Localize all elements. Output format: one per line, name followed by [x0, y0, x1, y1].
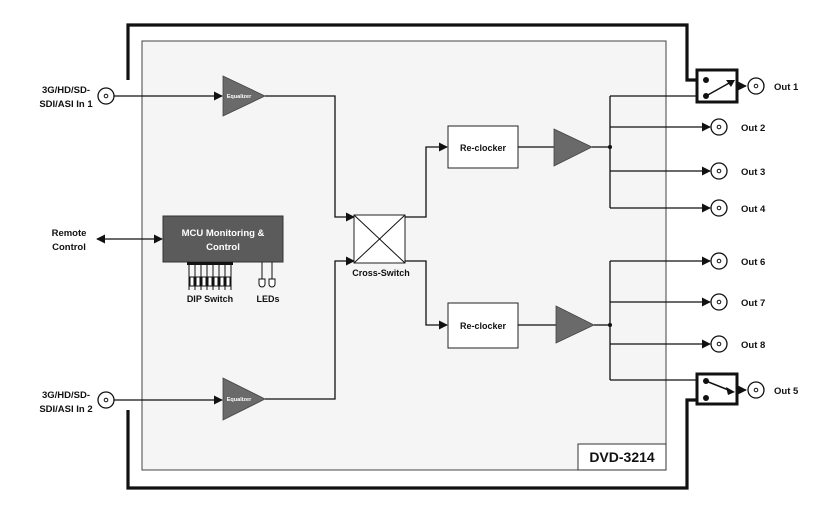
dip-switch-icon	[187, 262, 233, 290]
mcu-block	[162, 215, 284, 263]
amplifier-2	[555, 305, 595, 344]
amplifier-1	[553, 128, 593, 167]
eq-1-to-cross-switch-wire	[265, 95, 355, 222]
cross-switch	[353, 214, 406, 264]
outer-frame-bottom	[126, 398, 697, 490]
output-8-bnc-connector-icon	[710, 335, 728, 353]
input-2-label-line2: SDI/ASI In 2	[39, 404, 92, 415]
equalizer-1-label: Equalizer	[227, 94, 252, 100]
reclocker-2	[447, 302, 519, 349]
eq-2-to-cross-switch-wire	[265, 256, 355, 400]
output-2-label: Out 2	[741, 123, 765, 134]
dip-switch-label: DIP Switch	[187, 294, 233, 304]
input-1-label-line1: 3G/HD/SD-	[42, 85, 90, 96]
output-fan-2	[594, 256, 711, 381]
input-2-bnc-connector-icon	[97, 391, 115, 409]
output-6-label: Out 6	[741, 257, 765, 268]
equalizer-1: Equalizer	[222, 75, 266, 117]
remote-label-line1: Remote	[52, 228, 87, 239]
output-1-bnc-connector-icon	[747, 77, 765, 95]
output-7-label: Out 7	[741, 298, 765, 309]
cross-to-reclocker-1-wire	[405, 142, 448, 218]
equalizer-2: Equalizer	[222, 377, 266, 421]
input-2-label-line1: 3G/HD/SD-	[42, 390, 90, 401]
output-fan-1	[592, 95, 711, 213]
reclocker-1-label: Re-clocker	[460, 143, 507, 153]
output-4-bnc-connector-icon	[710, 199, 728, 217]
output-3-label: Out 3	[741, 167, 765, 178]
model-label: DVD-3214	[589, 449, 655, 465]
output-5-bnc-connector-icon	[747, 381, 765, 399]
mcu-label-line1: MCU Monitoring &	[182, 228, 265, 239]
mcu-label-line2: Control	[206, 242, 240, 253]
output-1-label: Out 1	[774, 82, 799, 93]
outer-frame-top	[126, 23, 697, 82]
reclocker-1	[447, 125, 519, 169]
output-6-bnc-connector-icon	[710, 252, 728, 270]
output-7-bnc-connector-icon	[710, 293, 728, 311]
cross-to-reclocker-2-wire	[405, 260, 448, 330]
equalizer-2-label: Equalizer	[227, 397, 252, 403]
remote-label-line2: Control	[52, 242, 86, 253]
output-2-bnc-connector-icon	[710, 118, 728, 136]
input-1-bnc-connector-icon	[97, 87, 115, 105]
output-3-bnc-connector-icon	[710, 162, 728, 180]
output-4-label: Out 4	[741, 204, 766, 215]
bypass-relay-2-icon	[695, 372, 747, 406]
output-8-label: Out 8	[741, 340, 765, 351]
leds-icon	[258, 262, 276, 288]
model-box	[577, 443, 667, 471]
cross-switch-label: Cross-Switch	[352, 268, 410, 278]
input-1-label-line2: SDI/ASI In 1	[39, 99, 93, 110]
output-5-label: Out 5	[774, 386, 799, 397]
bypass-relay-1-icon	[695, 68, 747, 104]
reclocker-2-label: Re-clocker	[460, 321, 507, 331]
leds-label: LEDs	[256, 294, 279, 304]
